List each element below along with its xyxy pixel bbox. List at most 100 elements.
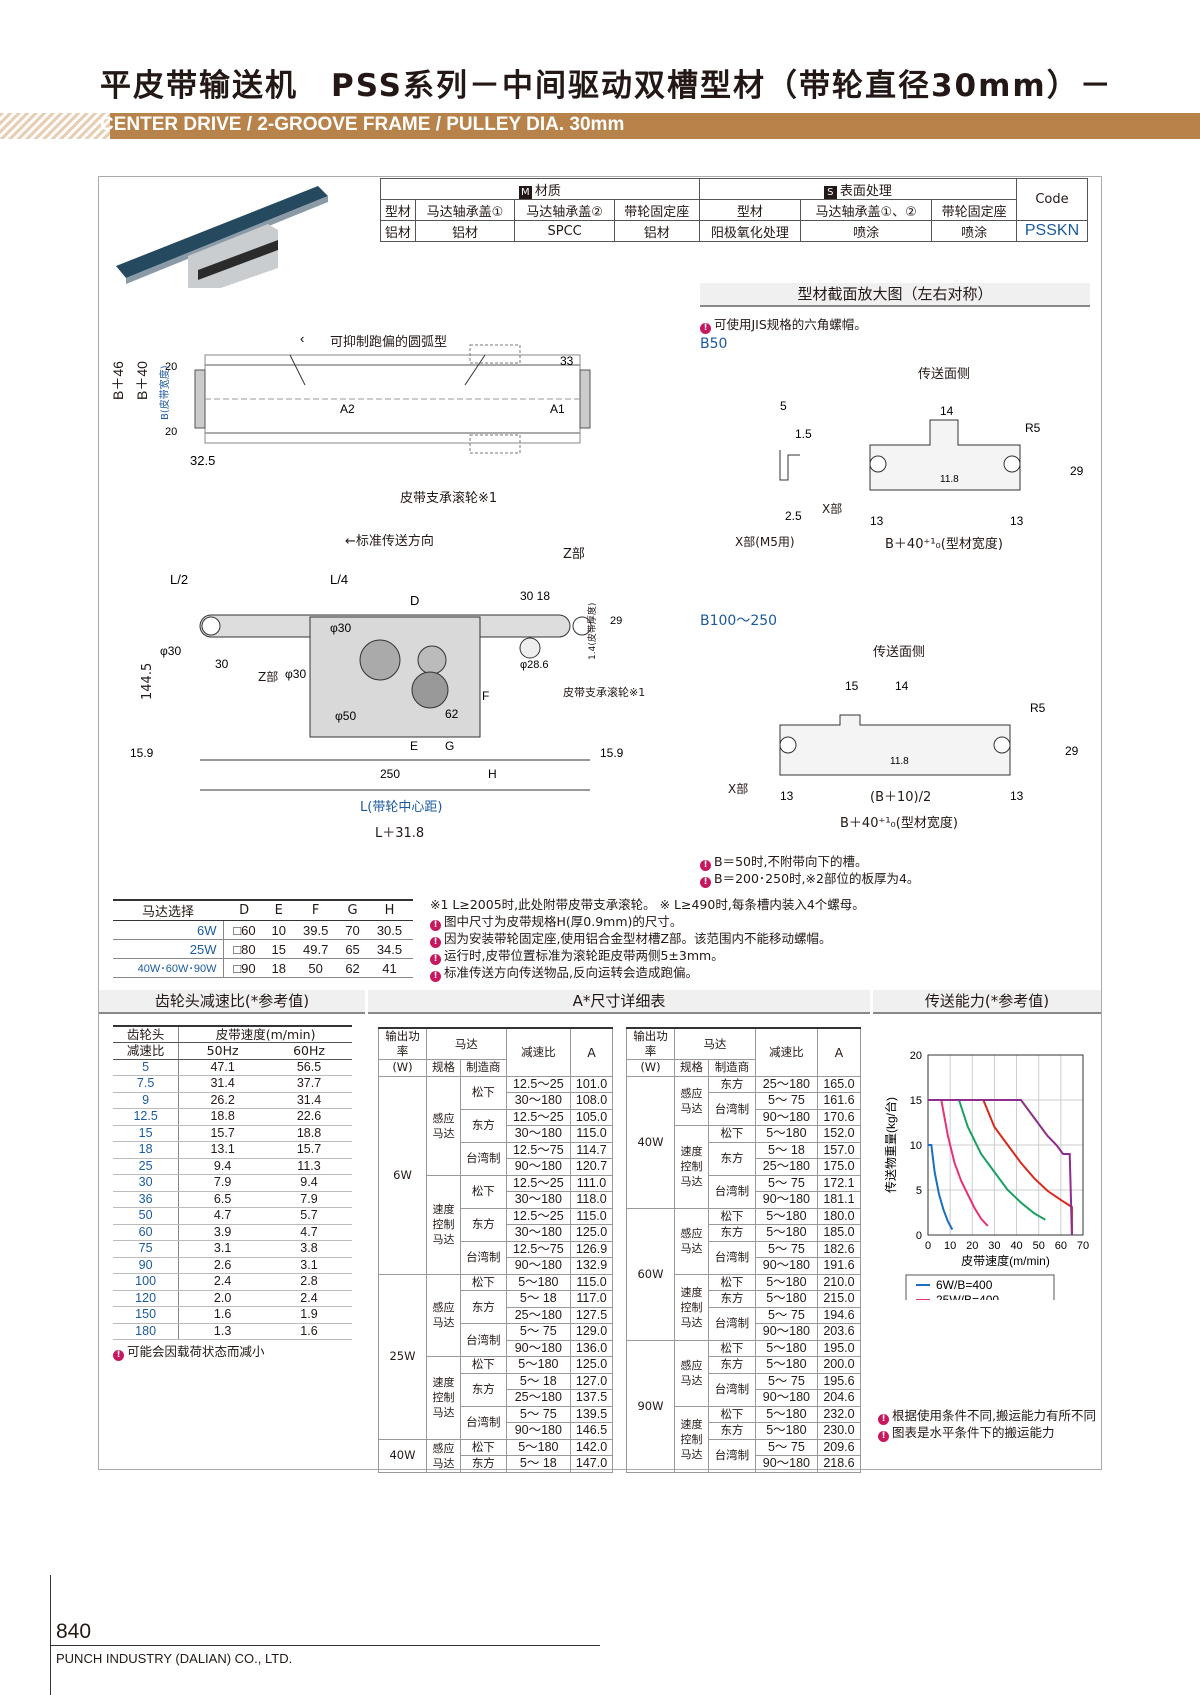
footer-vline xyxy=(50,1575,51,1695)
warning-icon: ! xyxy=(878,1414,889,1425)
warning-icon: ! xyxy=(700,860,711,871)
svg-text:5: 5 xyxy=(780,399,787,413)
svg-text:L/2: L/2 xyxy=(170,572,188,587)
y-axis-label: 传送物重量(kg/台) xyxy=(883,1097,898,1193)
warning-icon: ! xyxy=(700,877,711,888)
product-code[interactable]: PSSKN xyxy=(1016,220,1088,242)
svg-text:33: 33 xyxy=(560,354,574,368)
svg-text:15.9: 15.9 xyxy=(130,746,154,760)
width-label-1: B＋40⁺¹₀(型材宽度) xyxy=(885,537,1003,552)
svg-text:29: 29 xyxy=(1070,464,1084,478)
xpart-label-1: X部 xyxy=(822,502,843,516)
b50-label: B50 xyxy=(700,336,728,352)
page-number: 840 xyxy=(56,1620,92,1643)
series-line xyxy=(928,1099,1073,1236)
svg-text:32.5: 32.5 xyxy=(190,453,215,468)
y-tick-label: 15 xyxy=(910,1095,922,1107)
svg-text:F: F xyxy=(482,689,489,703)
title-band xyxy=(0,113,1200,139)
svg-text:20: 20 xyxy=(165,426,177,438)
half-label: (B＋10)/2 xyxy=(870,790,932,805)
code-header: Code xyxy=(1016,178,1088,221)
roller-label: 皮带支承滚轮※1 xyxy=(400,491,498,506)
x-tick-label: 40 xyxy=(1010,1240,1022,1252)
b100-label: B100～250 xyxy=(700,613,778,629)
warning-icon: ! xyxy=(430,937,441,948)
x-tick-label: 20 xyxy=(966,1240,978,1252)
x-tick-label: 10 xyxy=(944,1240,956,1252)
svg-text:G: G xyxy=(445,739,454,753)
svg-text:R5: R5 xyxy=(1030,701,1046,715)
svg-text:φ30: φ30 xyxy=(285,667,306,681)
zpart-label: Z部 xyxy=(563,547,585,562)
product-photo xyxy=(116,186,328,288)
y-tick-label: 0 xyxy=(916,1230,922,1242)
svg-text:11.8: 11.8 xyxy=(940,474,959,485)
svg-text:250: 250 xyxy=(380,767,400,781)
svg-text:A1: A1 xyxy=(550,402,565,416)
svg-text:15: 15 xyxy=(845,679,859,693)
svg-text:2.5: 2.5 xyxy=(785,509,802,523)
svg-text:D: D xyxy=(410,593,419,608)
general-note-1: ※1 L≥2005时,此处附带皮带支承滚轮。 ※ L≥490时,每条槽内装入4个… xyxy=(430,897,865,912)
svg-text:13: 13 xyxy=(1010,514,1024,528)
warning-icon: ! xyxy=(430,954,441,965)
x-tick-label: 30 xyxy=(988,1240,1000,1252)
height-label: 144.5 xyxy=(140,662,155,700)
svg-text:13: 13 xyxy=(1010,789,1024,803)
x-tick-label: 70 xyxy=(1077,1240,1089,1252)
company-name: PUNCH INDUSTRY (DALIAN) CO., LTD. xyxy=(56,1651,293,1666)
l-center-label: L(带轮中心距) xyxy=(360,800,443,815)
arc-label: 可抑制跑偏的圆弧型 xyxy=(330,335,448,350)
series-line xyxy=(928,1099,989,1227)
section-note-1: !B＝50时,不附带向下的槽。 xyxy=(700,853,867,871)
warning-icon: ! xyxy=(113,1350,124,1361)
svg-text:15.9: 15.9 xyxy=(600,746,624,760)
warning-icon: ! xyxy=(878,1431,889,1442)
width-label-2: B＋40⁺¹₀(型材宽度) xyxy=(840,816,958,831)
y-tick-label: 20 xyxy=(910,1050,922,1062)
svg-text:E: E xyxy=(410,739,418,753)
l-total-label: L＋31.8 xyxy=(375,826,425,841)
general-note-3: !因为安装带轮固定座,使用铝合金型材槽Z部。该范围内不能移动螺帽。 xyxy=(430,930,832,948)
svg-text:30: 30 xyxy=(215,657,229,671)
svg-text:30 18: 30 18 xyxy=(520,589,550,603)
adim-title: A*尺寸详细表 xyxy=(368,990,870,1014)
capacity-title: 传送能力(*参考值) xyxy=(873,990,1101,1014)
